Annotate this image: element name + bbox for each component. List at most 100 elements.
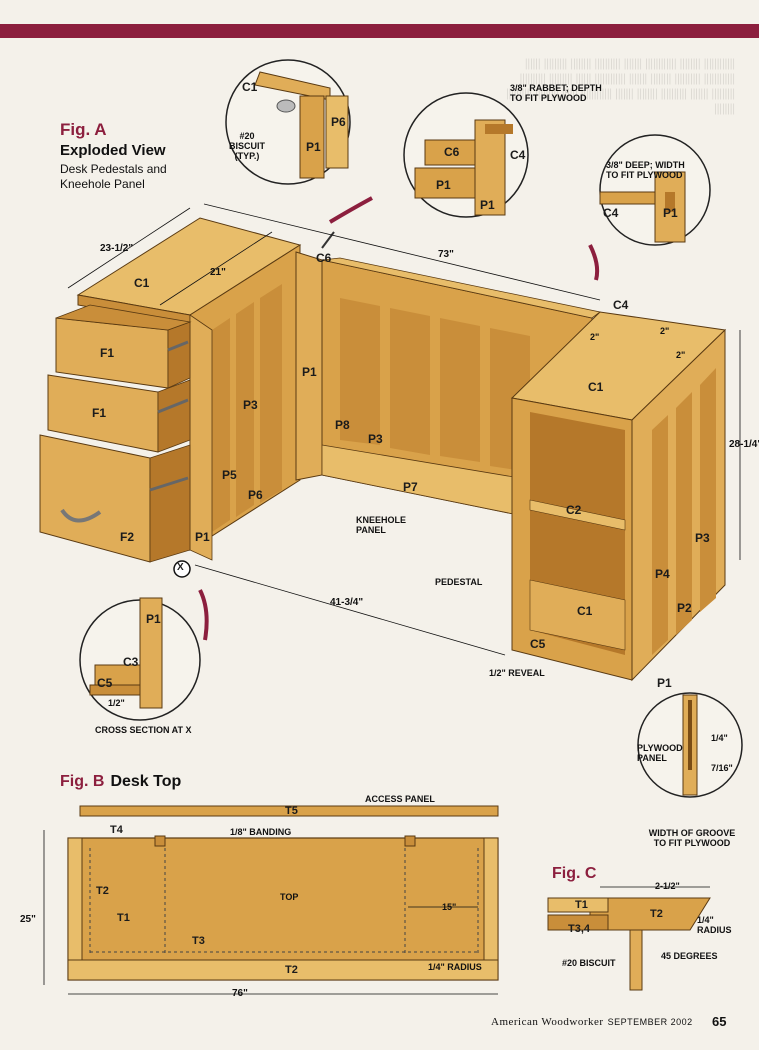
fig-b-heading: Fig. B Desk Top [60, 773, 181, 791]
callout-pedestal: PEDESTAL [435, 577, 483, 587]
detail-arrow-1 [328, 196, 373, 224]
x-marker [173, 560, 191, 578]
fig-b-label: Fig. B [60, 773, 105, 790]
fig-c-label: Fig. C [552, 865, 597, 882]
callout-banding: 1/8" BANDING [230, 827, 292, 837]
part-t3: T3 [192, 935, 205, 947]
callout-rabbet: 3/8" RABBET; DEPTH TO FIT PLYWOOD [510, 83, 602, 103]
part-p3-right: P3 [695, 531, 710, 545]
part-c6: C6 [316, 251, 332, 265]
part-c1-right: C1 [588, 380, 604, 394]
circle-part-c6: C6 [444, 145, 460, 159]
circle-part-p1-c: P1 [663, 206, 678, 220]
circle-part-p1-d: P1 [146, 612, 161, 626]
part-t5: T5 [285, 805, 298, 817]
circle-part-c4: C4 [510, 148, 526, 162]
callout-kneehole: KNEEHOLE PANEL [356, 515, 407, 535]
part-p7: P7 [403, 480, 418, 494]
fig-c-drawing [547, 886, 711, 991]
dim-41-3-4: 41-3/4" [330, 597, 364, 608]
fig-c-part-t2: T2 [650, 908, 663, 920]
dim-28-1-4: 28-1/4" [729, 439, 759, 450]
circle-part-p6: P6 [331, 115, 346, 129]
detail-circle-biscuit [225, 59, 351, 185]
dim-25: 25" [20, 914, 36, 925]
detail-arrow-2 [588, 244, 600, 281]
part-f1-a: F1 [100, 346, 115, 360]
part-c5: C5 [530, 637, 546, 651]
part-p4: P4 [655, 567, 670, 581]
dim-76: 76" [232, 988, 248, 999]
part-p1-right: P1 [657, 676, 672, 690]
part-p1-left: P1 [195, 530, 210, 544]
part-c2: C2 [566, 503, 582, 517]
part-p1-mid: P1 [302, 365, 317, 379]
fig-a-label: Fig. A [60, 120, 107, 139]
fig-c-degrees: 45 DEGREES [661, 951, 718, 961]
part-c1-bottom: C1 [577, 604, 593, 618]
part-t2-a: T2 [96, 885, 109, 897]
part-c1-top: C1 [134, 276, 150, 290]
circle-part-c4-b: C4 [603, 206, 619, 220]
detail-circle-groove [599, 134, 711, 246]
issue-date: SEPTEMBER 2002 [607, 1017, 693, 1027]
part-c4: C4 [613, 298, 629, 312]
circle-part-c5: C5 [97, 676, 113, 690]
fig-b-title: Desk Top [110, 773, 182, 790]
callout-top: TOP [280, 892, 299, 902]
part-p2: P2 [677, 601, 692, 615]
circle-part-p1-a: P1 [436, 178, 451, 192]
fig-a-dimension-lines [67, 203, 741, 656]
dim-2-c: 2" [676, 350, 686, 360]
part-p8: P8 [335, 418, 350, 432]
part-p3-left: P3 [243, 398, 258, 412]
callout-radius-b: 1/4" RADIUS [428, 962, 482, 972]
callout-half-inch: 1/2" [108, 698, 125, 708]
callout-plywood-panel: PLYWOOD PANEL [637, 743, 683, 763]
callout-biscuit: #20 BISCUIT (TYP.) [229, 131, 265, 161]
fig-c-biscuit: #20 BISCUIT [562, 958, 616, 968]
header-bar [0, 24, 759, 38]
part-p3-mid: P3 [368, 432, 383, 446]
part-f1-b: F1 [92, 406, 107, 420]
fig-c-part-t1: T1 [575, 899, 588, 911]
callout-reveal: 1/2" REVEAL [489, 668, 545, 678]
part-t2-b: T2 [285, 964, 298, 976]
part-p6: P6 [248, 488, 263, 502]
part-x-mark: X [177, 562, 184, 573]
left-pedestal [39, 217, 302, 563]
circle-part-c3: C3 [123, 655, 139, 669]
dim-73: 73" [438, 249, 454, 260]
dim-21: 21" [210, 267, 226, 278]
callout-cross-section: CROSS SECTION AT X [95, 725, 192, 735]
detail-circle-cross-section [79, 597, 201, 721]
part-p5: P5 [222, 468, 237, 482]
magazine-name: American Woodworker [491, 1016, 604, 1028]
callout-groove-width: WIDTH OF GROOVE TO FIT PLYWOOD [648, 828, 736, 848]
dim-2-b: 2" [660, 326, 670, 336]
right-pedestal [510, 311, 727, 682]
detail-circle-rabbet [403, 92, 529, 218]
fig-c-part-t34: T3,4 [568, 923, 591, 935]
fig-b-drawing [43, 805, 499, 995]
part-t4: T4 [110, 824, 123, 836]
circle-part-p1: P1 [306, 140, 321, 154]
part-f2: F2 [120, 530, 135, 544]
callout-access-panel: ACCESS PANEL [365, 794, 435, 804]
fig-a-subtitle: Desk Pedestals and Kneehole Panel [60, 162, 167, 191]
dim-2-a: 2" [590, 332, 600, 342]
circle-part-c1: C1 [242, 80, 258, 94]
page-number: 65 [712, 1014, 727, 1029]
callout-deep: 3/8" DEEP; WIDTH TO FIT PLYWOOD [606, 160, 685, 180]
circle-part-p1-b: P1 [480, 198, 495, 212]
callout-seven-sixteenths: 7/16" [711, 763, 733, 773]
dim-23-1-2: 23-1/2" [100, 243, 134, 254]
fig-c-dim: 2-1/2" [655, 881, 680, 891]
dim-15: 15" [442, 902, 457, 912]
callout-quarter-inch: 1/4" [711, 733, 728, 743]
detail-circle-plywood [637, 692, 743, 798]
fig-c-radius: 1/4" RADIUS [697, 915, 732, 935]
detail-arrow-3 [198, 589, 209, 641]
